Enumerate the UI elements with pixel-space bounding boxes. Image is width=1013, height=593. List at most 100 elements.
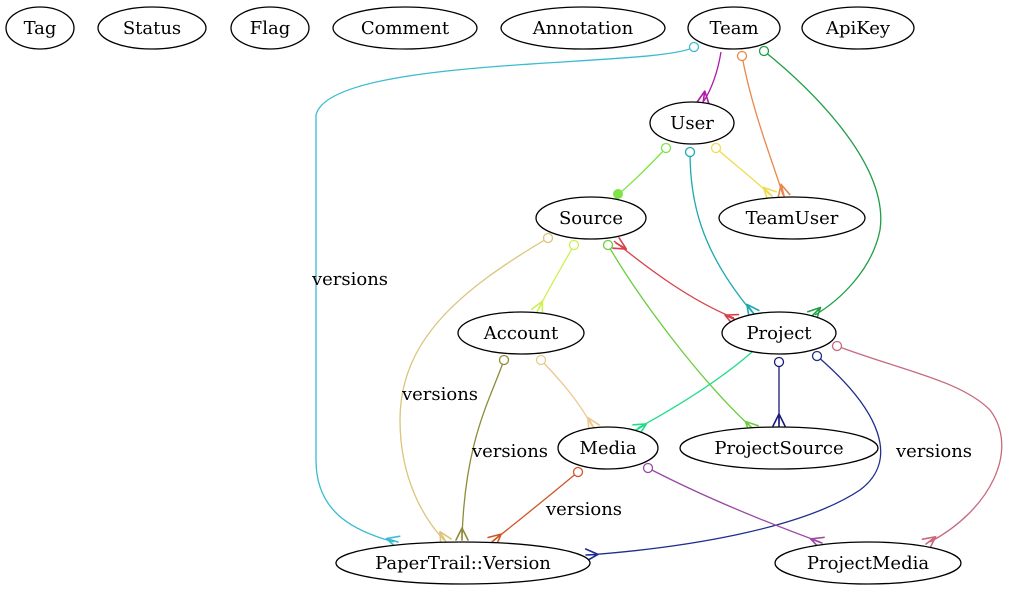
entity-label: Source (559, 208, 623, 229)
edge-project-to-media (632, 351, 753, 436)
edge-tail-circle (831, 340, 843, 352)
edge-label: versions (545, 499, 622, 520)
edge-team-to-user (696, 51, 722, 105)
entity-user: User (649, 101, 735, 145)
entity-label: Team (709, 18, 758, 39)
entity-team: Team (687, 6, 781, 50)
edge-project-to-papertrail (584, 350, 882, 562)
edge-line (315, 46, 695, 543)
edge-line (715, 147, 771, 196)
edge-line (637, 351, 753, 429)
entity-label: Comment (361, 18, 450, 39)
edges-layer (315, 41, 1003, 562)
entity-source: Source (535, 196, 647, 240)
edge-source-to-papertrail (399, 232, 554, 546)
entity-ellipse (535, 196, 647, 240)
edge-line (607, 244, 753, 429)
edge-tail-circle (660, 142, 672, 154)
edge-project-to-projectsource (772, 356, 786, 427)
edge-account-to-media (535, 354, 600, 432)
entity-label: ProjectSource (714, 438, 843, 459)
edge-label: versions (471, 441, 548, 462)
edge-head-dot (613, 189, 623, 199)
edge-tail-circle (602, 239, 614, 251)
edge-user-to-project (684, 146, 760, 319)
entity-tag: Tag (5, 6, 75, 50)
crows-foot-arrowhead (632, 423, 648, 436)
entity-label: Project (746, 323, 812, 344)
edge-label: versions (895, 441, 972, 462)
entity-media: Media (557, 426, 659, 470)
entity-ellipse (332, 6, 478, 50)
entity-account: Account (457, 311, 585, 355)
crows-foot-arrowhead (921, 536, 937, 550)
edge-tail-circle (758, 45, 770, 57)
entity-label: Flag (250, 18, 291, 39)
entity-projectsource: ProjectSource (679, 426, 879, 470)
crows-foot-arrowhead (584, 548, 599, 562)
edge-line (613, 240, 735, 319)
entity-ellipse (97, 6, 207, 50)
edge-line (836, 345, 1003, 543)
entity-ellipse (679, 426, 879, 470)
edge-project-to-projectmedia (831, 340, 1003, 550)
edge-tail-circle (710, 142, 722, 154)
crows-foot-arrowhead (587, 416, 600, 432)
entity-projectmedia: ProjectMedia (774, 541, 962, 585)
entity-status: Status (97, 6, 207, 50)
edge-line (689, 151, 753, 313)
entity-annotation: Annotation (500, 6, 666, 50)
edge-line (619, 147, 667, 194)
entity-apikey: ApiKey (801, 6, 915, 50)
edge-media-to-papertrail (487, 466, 584, 548)
edge-line (647, 467, 821, 543)
entity-label: Annotation (532, 18, 634, 39)
edge-team-to-teamuser (736, 50, 791, 199)
entity-label: PaperTrail::Version (375, 553, 551, 574)
crows-foot-arrowhead (806, 306, 822, 322)
crows-foot-arrowhead (777, 183, 791, 199)
entity-label: Tag (24, 18, 57, 39)
entity-ellipse (5, 6, 75, 50)
edge-line (537, 244, 575, 311)
edge-tail-circle (535, 354, 547, 366)
entity-ellipse (649, 101, 735, 145)
edge-tail-circle (498, 354, 510, 366)
edge-source-to-account (530, 239, 580, 316)
nodes-layer: Tag Status Flag Comment Annotation Team ApiKey… (5, 6, 962, 585)
edge-label: versions (401, 384, 478, 405)
entity-ellipse (801, 6, 915, 50)
crows-foot-arrowhead (612, 237, 628, 250)
edge-tail-circle (642, 462, 654, 474)
edge-tail-circle (684, 146, 696, 158)
edge-account-to-papertrail (455, 354, 510, 541)
crows-foot-arrowhead (772, 413, 786, 427)
entity-ellipse (230, 6, 310, 50)
edge-team-to-papertrail (315, 41, 700, 549)
entity-ellipse (500, 6, 666, 50)
edge-team-to-project (758, 45, 882, 322)
edge-tail-circle (688, 41, 700, 53)
edge-line (461, 359, 505, 539)
entity-teamuser: TeamUser (718, 196, 866, 240)
crows-foot-arrowhead (439, 530, 452, 546)
crows-foot-arrowhead (530, 300, 544, 316)
entity-label: ApiKey (825, 18, 891, 39)
edge-line (703, 51, 722, 102)
crows-foot-arrowhead (762, 186, 778, 202)
entity-flag: Flag (230, 6, 310, 50)
entity-label: Media (579, 438, 636, 459)
edge-user-to-source (613, 142, 672, 199)
edge-line (587, 355, 882, 556)
entity-ellipse (557, 426, 659, 470)
crows-foot-arrowhead (455, 527, 469, 541)
entity-ellipse (687, 6, 781, 50)
edge-line (399, 237, 549, 541)
entity-label: User (670, 113, 714, 134)
edge-line (763, 50, 882, 316)
entity-label: Status (123, 18, 181, 39)
entity-ellipse (457, 311, 585, 355)
entity-label: TeamUser (746, 208, 839, 229)
entity-ellipse (335, 541, 591, 585)
